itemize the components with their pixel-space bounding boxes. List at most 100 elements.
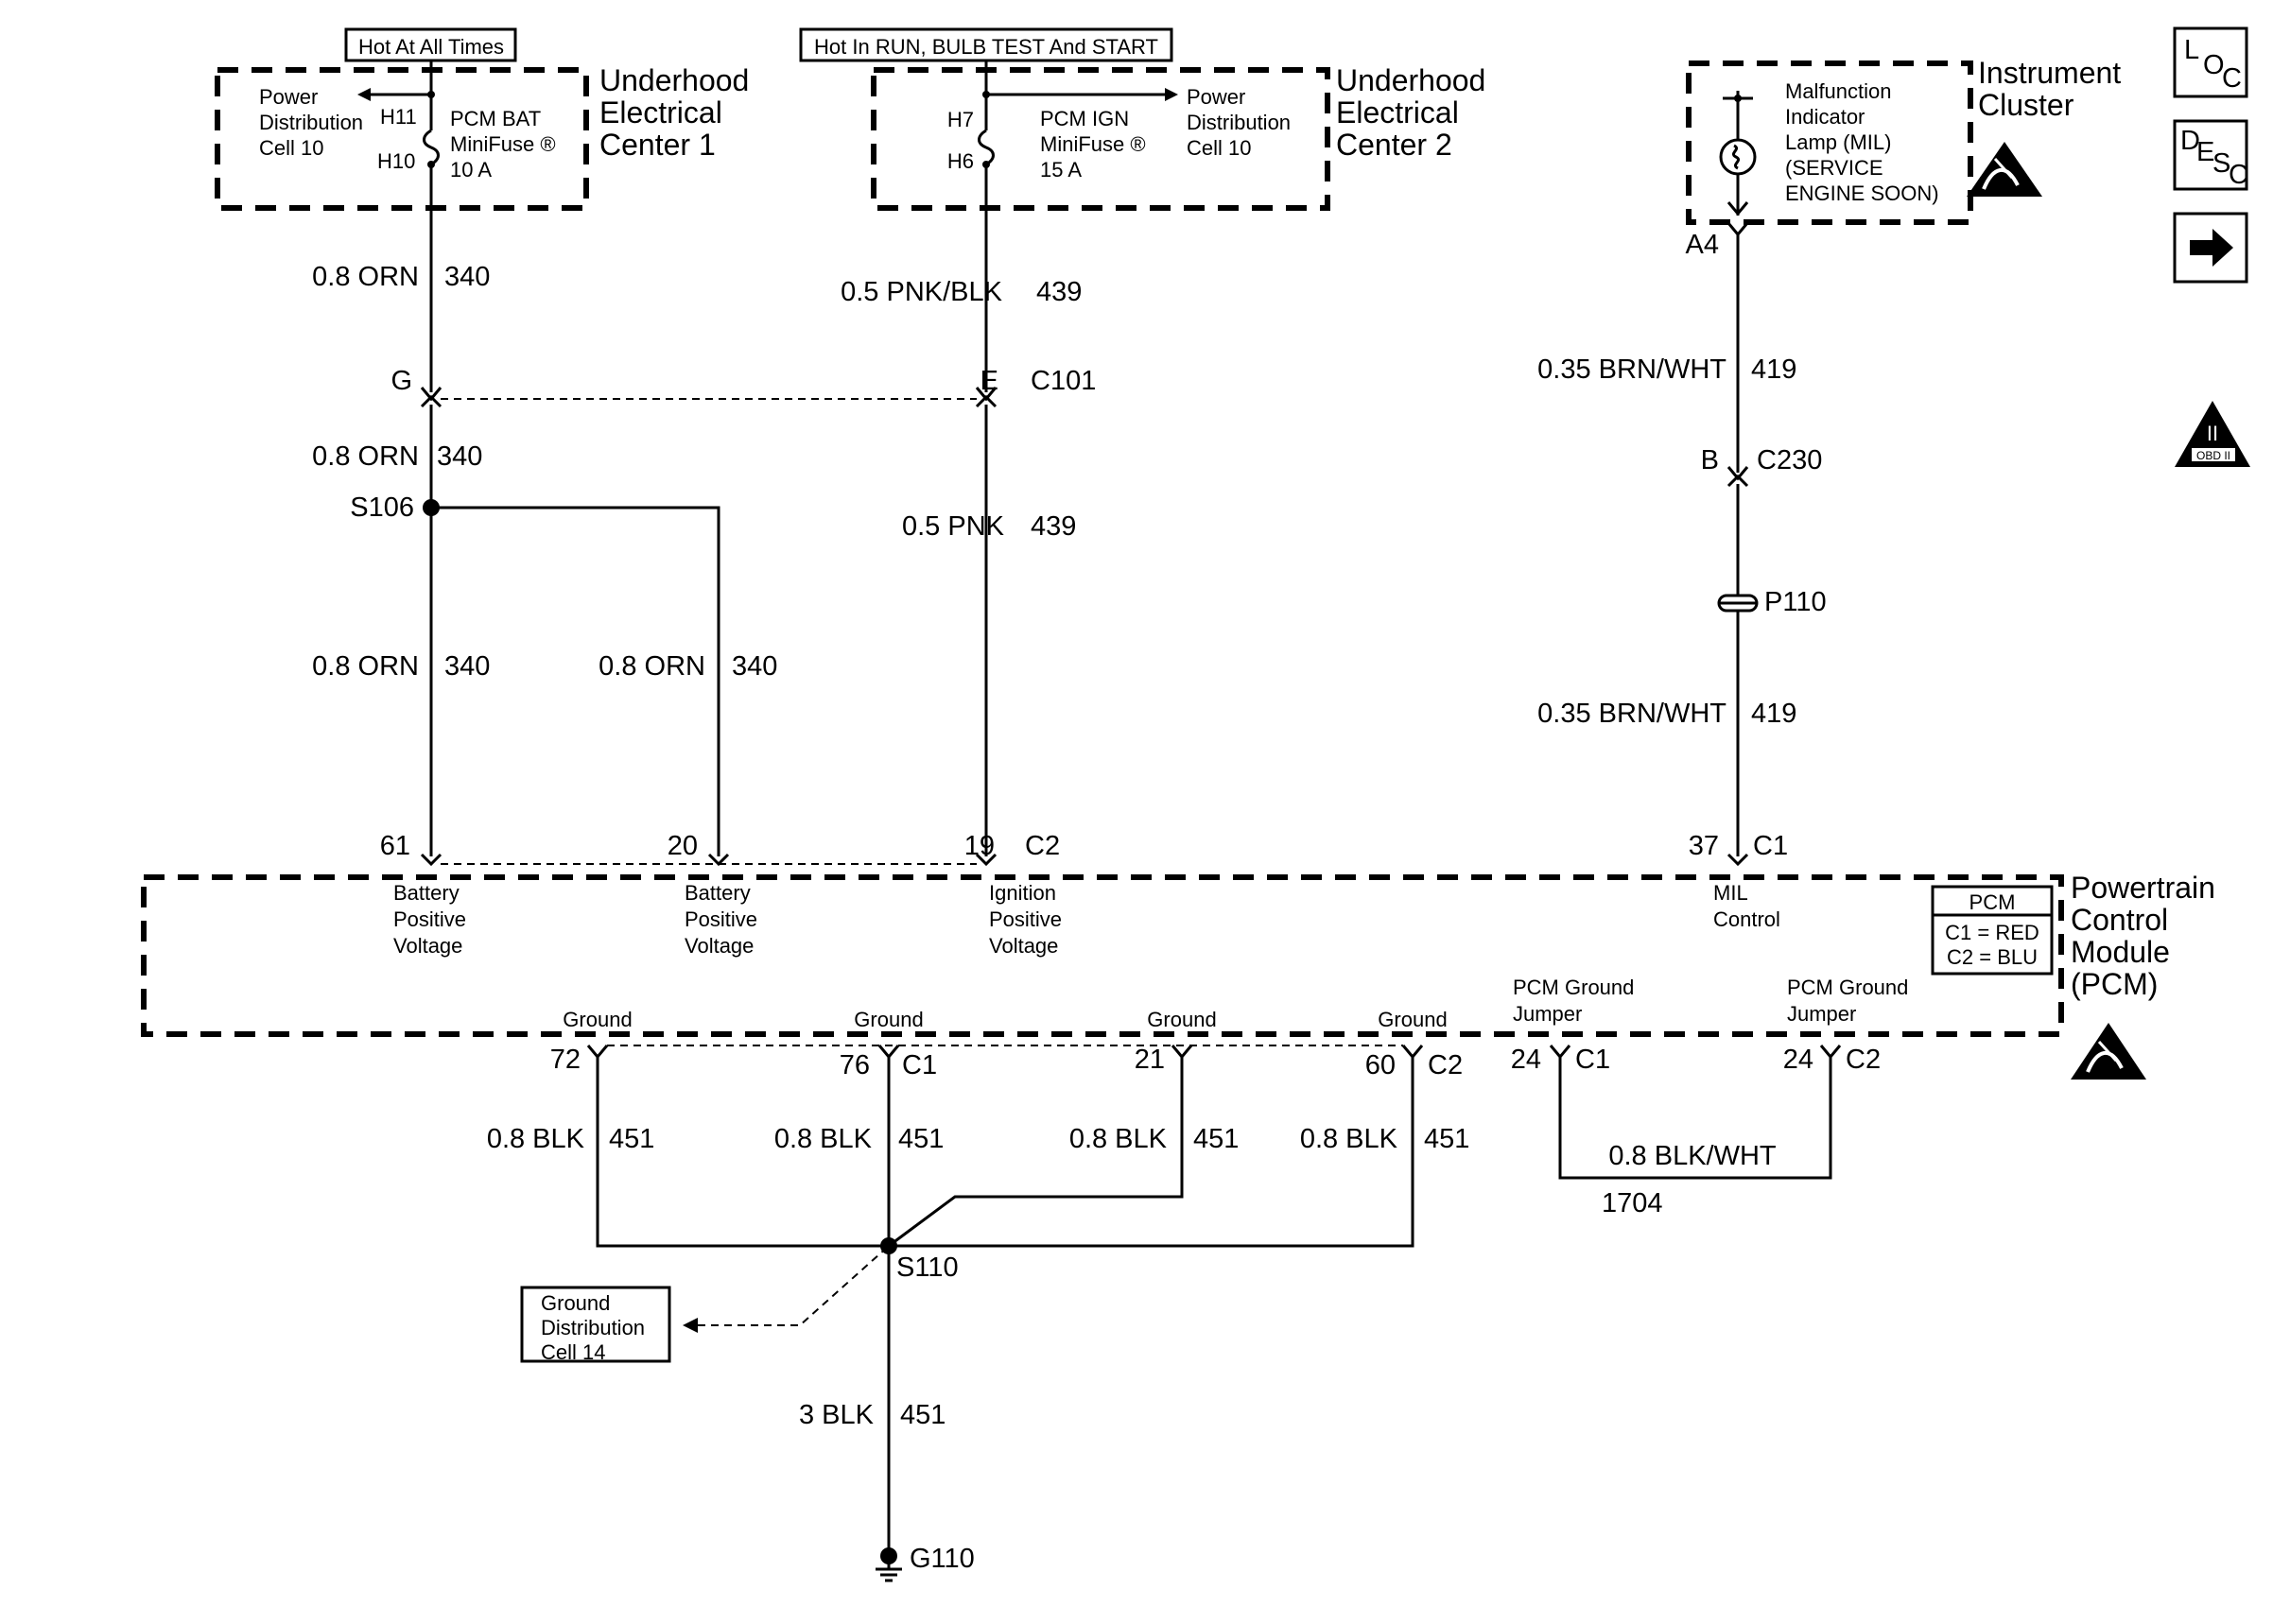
w451d-color: 0.8 BLK bbox=[1300, 1124, 1398, 1154]
pcm-connector-legend: PCM C1 = RED C2 = BLU bbox=[1931, 885, 2054, 976]
w451c-num: 451 bbox=[1193, 1124, 1239, 1154]
pcm-ground-label-4: Ground bbox=[1378, 1008, 1447, 1031]
location-icon[interactable]: L O C bbox=[2173, 26, 2248, 98]
uec1-title-line1: Underhood bbox=[599, 63, 749, 97]
cluster-mil-line3: Lamp (MIL) bbox=[1785, 130, 1891, 154]
uec1-fuse-icon bbox=[357, 70, 440, 208]
ground-distribution-arrow-icon bbox=[683, 1318, 698, 1333]
cluster-dashed-box bbox=[1686, 60, 1973, 225]
jumper2-line1: PCM Ground bbox=[1787, 976, 1908, 999]
w340d-num: 340 bbox=[732, 651, 777, 682]
cluster-title-line1: Instrument bbox=[1978, 56, 2121, 90]
w340b-color: 0.8 ORN bbox=[312, 441, 419, 472]
uec2-fuse-line3: 15 A bbox=[1040, 158, 1082, 181]
uec1-pd-line1: Power bbox=[259, 85, 318, 109]
pcm-pin-72: 72 bbox=[550, 1045, 581, 1075]
ground-distribution-box[interactable]: Ground Distribution Cell 14 bbox=[520, 1286, 671, 1364]
p110-label: P110 bbox=[1764, 587, 1827, 617]
w439a-num: 439 bbox=[1036, 277, 1082, 307]
w340a-num: 340 bbox=[444, 262, 490, 292]
w340a-color: 0.8 ORN bbox=[312, 262, 419, 292]
ipv-line3: Voltage bbox=[989, 934, 1058, 958]
pcm-pin-24-c1: 24 bbox=[1511, 1045, 1541, 1075]
w439b-num: 439 bbox=[1031, 511, 1076, 542]
pcm-c2-jumper: C2 bbox=[1846, 1045, 1881, 1075]
svg-text:Cell 14: Cell 14 bbox=[541, 1340, 605, 1364]
pcm-c1-bottom: C1 bbox=[902, 1050, 937, 1080]
s106-label: S106 bbox=[350, 492, 414, 523]
svg-text:PCM: PCM bbox=[1969, 890, 2016, 914]
uec1-fuse-line2: MiniFuse ® bbox=[450, 132, 556, 156]
uec1-fuse-line1: PCM BAT bbox=[450, 107, 541, 130]
jumper1-line1: PCM Ground bbox=[1513, 976, 1634, 999]
ground-icon bbox=[876, 1531, 902, 1582]
cluster-mil-line4: (SERVICE bbox=[1785, 156, 1883, 180]
uec2-title-line2: Electrical bbox=[1336, 95, 1459, 130]
w439b-color: 0.5 PNK bbox=[902, 511, 1005, 542]
pcm-c2-bottom: C2 bbox=[1428, 1050, 1463, 1080]
svg-text:C2 = BLU: C2 = BLU bbox=[1947, 945, 2038, 969]
jumper1-line2: Jumper bbox=[1513, 1002, 1582, 1026]
esd-cluster-icon bbox=[1967, 142, 2042, 197]
uec2-fuse-line2: MiniFuse ® bbox=[1040, 132, 1146, 156]
pcm-title-line3: Module bbox=[2071, 935, 2170, 969]
pcm-c2-top: C2 bbox=[1025, 831, 1060, 861]
w1704-color: 0.8 BLK/WHT bbox=[1608, 1141, 1777, 1171]
obd-ii-icon: II OBD II bbox=[2175, 401, 2250, 467]
c101-e: E bbox=[980, 366, 998, 396]
w340c-color: 0.8 ORN bbox=[312, 651, 419, 682]
w451d-num: 451 bbox=[1424, 1124, 1469, 1154]
w451a-num: 451 bbox=[609, 1124, 654, 1154]
uec1-h10: H10 bbox=[377, 149, 415, 173]
svg-text:C: C bbox=[2229, 160, 2248, 190]
pcm-title-line4: (PCM) bbox=[2071, 967, 2158, 1001]
pcm-pin-37: 37 bbox=[1689, 831, 1719, 861]
bpv1-line2: Positive bbox=[393, 907, 466, 931]
cluster-mil-line2: Indicator bbox=[1785, 105, 1865, 129]
w340c-num: 340 bbox=[444, 651, 490, 682]
w419a-color: 0.35 BRN/WHT bbox=[1537, 354, 1726, 385]
svg-text:C: C bbox=[2222, 63, 2242, 94]
pcm-pin-60: 60 bbox=[1365, 1050, 1396, 1080]
svg-text:C1 = RED: C1 = RED bbox=[1945, 921, 2039, 944]
pcm-pin-20: 20 bbox=[668, 831, 698, 861]
uec1-pd-line2: Distribution bbox=[259, 111, 363, 134]
svg-text:II: II bbox=[2207, 422, 2218, 445]
c230-b: B bbox=[1701, 445, 1719, 475]
bpv2-line2: Positive bbox=[685, 907, 757, 931]
uec1-dashed-box bbox=[215, 67, 589, 211]
uec2-h6: H6 bbox=[947, 149, 974, 173]
s110-label: S110 bbox=[896, 1253, 959, 1283]
cluster-title-line2: Cluster bbox=[1978, 88, 2074, 122]
uec2-pd-line1: Power bbox=[1187, 85, 1245, 109]
w451c-color: 0.8 BLK bbox=[1069, 1124, 1168, 1154]
svg-text:Ground: Ground bbox=[541, 1291, 610, 1315]
uec2-title-line3: Center 2 bbox=[1336, 128, 1452, 162]
svg-text:L: L bbox=[2184, 35, 2199, 65]
uec1-fuse-line3: 10 A bbox=[450, 158, 492, 181]
w451b-num: 451 bbox=[898, 1124, 944, 1154]
pcm-pin-76: 76 bbox=[840, 1050, 870, 1080]
pcm-title-line2: Control bbox=[2071, 903, 2168, 937]
pcm-dashed-box bbox=[141, 874, 2064, 1037]
cluster-mil-line1: Malfunction bbox=[1785, 79, 1892, 103]
svg-text:S: S bbox=[2212, 148, 2230, 179]
uec1-title-line3: Center 1 bbox=[599, 128, 716, 162]
w419b-color: 0.35 BRN/WHT bbox=[1537, 699, 1726, 729]
pcm-title-line1: Powertrain bbox=[2071, 871, 2215, 905]
bpv2-line1: Battery bbox=[685, 881, 751, 905]
svg-text:D: D bbox=[2180, 126, 2200, 156]
w451e-num: 451 bbox=[900, 1400, 946, 1430]
uec1-title-line2: Electrical bbox=[599, 95, 722, 130]
c101-g: G bbox=[390, 366, 412, 396]
w451a-color: 0.8 BLK bbox=[487, 1124, 585, 1154]
description-icon[interactable]: D E S C bbox=[2173, 119, 2248, 191]
next-arrow-icon[interactable] bbox=[2173, 212, 2248, 284]
uec2-pd-line2: Distribution bbox=[1187, 111, 1291, 134]
ipv-line1: Ignition bbox=[989, 881, 1056, 905]
hot-in-run-label: Hot In RUN, BULB TEST And START bbox=[814, 35, 1158, 59]
c101-label: C101 bbox=[1031, 366, 1096, 396]
pcm-c1-jumper: C1 bbox=[1575, 1045, 1610, 1075]
bpv1-line3: Voltage bbox=[393, 934, 462, 958]
